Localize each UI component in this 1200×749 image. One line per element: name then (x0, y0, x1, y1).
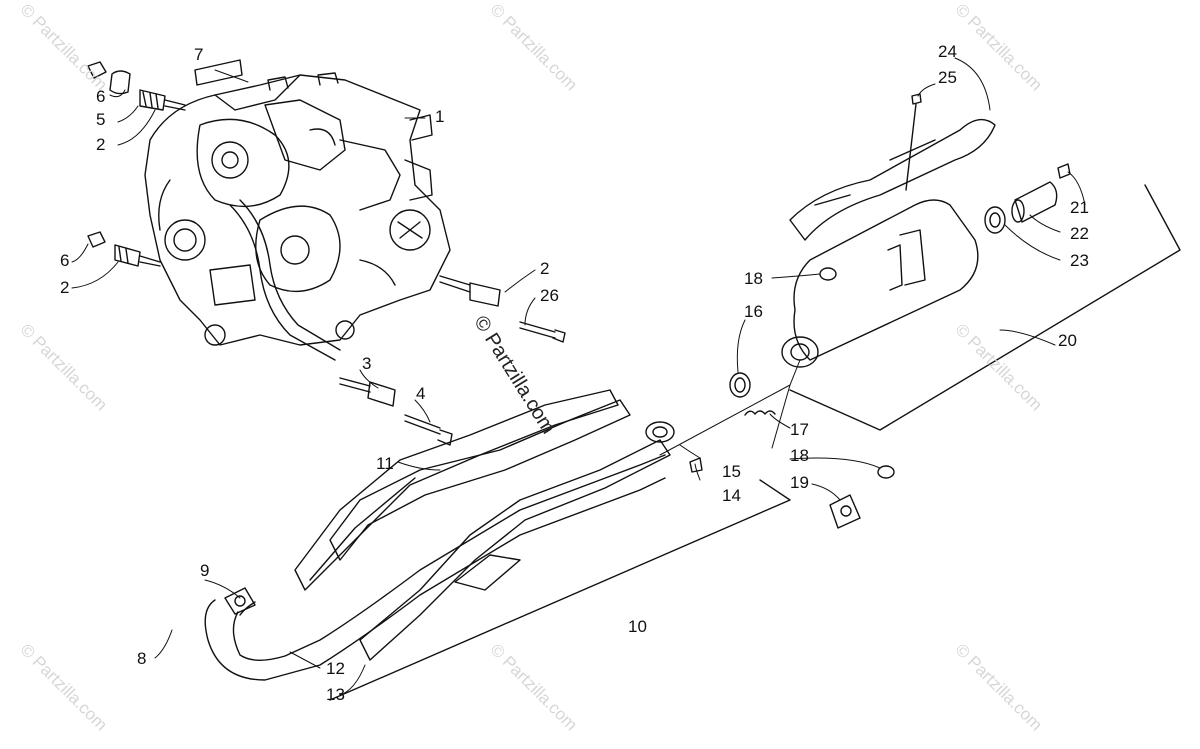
decal-7[interactable] (194, 59, 243, 86)
callout-9[interactable]: 9 (200, 561, 210, 580)
callout-21[interactable]: 21 (1070, 198, 1089, 217)
callout-6[interactable]: 6 (96, 87, 106, 106)
callout-11[interactable]: 11 (376, 454, 394, 473)
gasket-15[interactable] (645, 421, 675, 443)
callout-6[interactable]: 6 (60, 251, 70, 270)
callout-2[interactable]: 2 (60, 278, 70, 297)
bolt-26[interactable] (519, 321, 566, 343)
gasket-23[interactable] (984, 206, 1006, 234)
heat-shield-11[interactable] (294, 389, 619, 591)
heat-shield-rear[interactable] (329, 399, 631, 561)
clip-14[interactable] (689, 457, 703, 473)
spark-arrestor[interactable] (1011, 181, 1058, 223)
callout-10[interactable]: 10 (628, 617, 647, 636)
group-bracket-10 (329, 479, 791, 701)
callout-1[interactable]: 1 (435, 107, 445, 126)
grommet-18-lower[interactable] (877, 465, 895, 479)
callout-8[interactable]: 8 (137, 649, 147, 668)
bracket-19[interactable] (829, 494, 861, 529)
callout-22[interactable]: 22 (1070, 224, 1089, 243)
callout-15[interactable]: 15 (722, 462, 741, 481)
callout-18[interactable]: 18 (790, 446, 809, 465)
nut-upper[interactable] (87, 61, 107, 79)
callout-14[interactable]: 14 (722, 486, 741, 505)
callout-3[interactable]: 3 (362, 354, 372, 373)
group-bracket-20 (789, 184, 1181, 431)
muffler-heat-shield[interactable] (789, 118, 996, 241)
stud-3[interactable] (339, 377, 396, 407)
callout-4[interactable]: 4 (416, 384, 426, 403)
nut-mid[interactable] (87, 231, 106, 248)
callout-13[interactable]: 13 (326, 685, 345, 704)
header-pipe-front[interactable] (204, 454, 666, 681)
callout-26[interactable]: 26 (540, 286, 559, 305)
bolt-4[interactable] (404, 414, 453, 446)
heat-shield-12[interactable] (359, 439, 671, 661)
centre-line-pipe (659, 359, 801, 456)
stud-mid-left[interactable] (114, 244, 161, 267)
callout-12[interactable]: 12 (326, 659, 345, 678)
callout-23[interactable]: 23 (1070, 251, 1089, 270)
screw-25[interactable] (905, 93, 922, 191)
callout-5[interactable]: 5 (96, 110, 106, 129)
callout-16[interactable]: 16 (744, 302, 763, 321)
callout-19[interactable]: 19 (790, 473, 809, 492)
gasket-16[interactable] (729, 372, 751, 398)
callout-18[interactable]: 18 (744, 269, 763, 288)
callout-2[interactable]: 2 (96, 135, 106, 154)
callout-7[interactable]: 7 (194, 45, 204, 64)
screw-21[interactable] (1057, 163, 1071, 179)
stud-upper-left[interactable] (139, 89, 186, 111)
callout-24[interactable]: 24 (938, 42, 957, 61)
stud-right[interactable] (439, 275, 501, 307)
muffler[interactable] (781, 199, 979, 368)
header-flange[interactable] (224, 587, 256, 615)
callout-2[interactable]: 2 (540, 259, 550, 278)
callout-20[interactable]: 20 (1058, 331, 1077, 350)
engine-assembly[interactable] (144, 72, 451, 361)
callout-17[interactable]: 17 (790, 420, 809, 439)
callout-25[interactable]: 25 (938, 68, 957, 87)
bushing-upper[interactable] (109, 70, 131, 95)
grommet-18-upper[interactable] (819, 267, 837, 281)
spring-17[interactable] (744, 410, 776, 416)
